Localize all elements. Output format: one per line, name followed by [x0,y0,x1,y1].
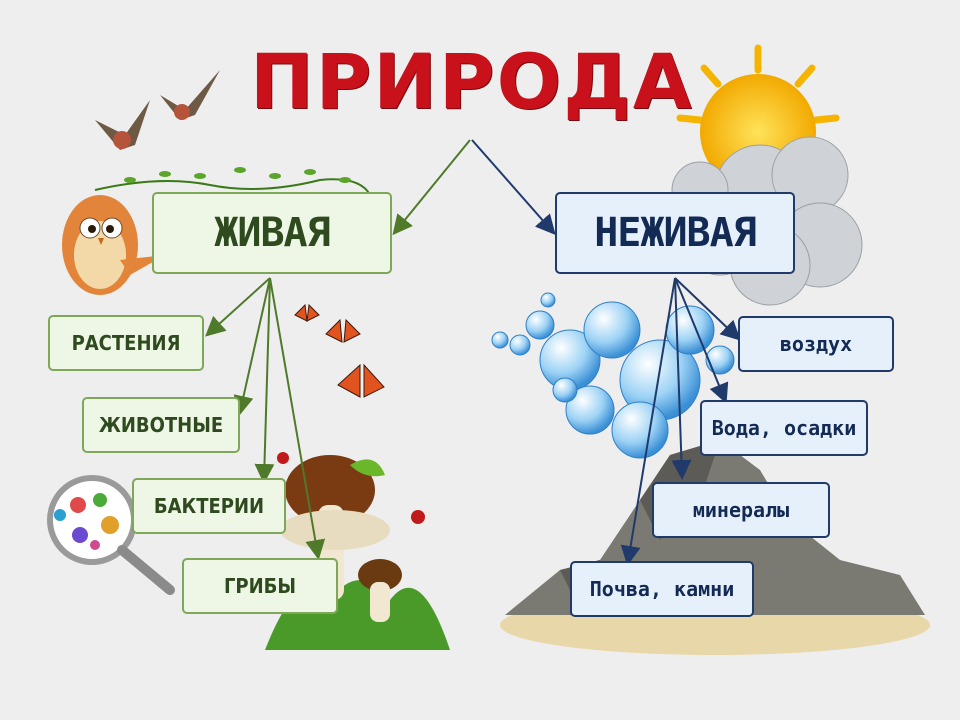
water-precipitation-box: Вода, осадки [700,400,868,456]
nonliving-nature-box: НЕЖИВАЯ [555,192,795,274]
plants-box: РАСТЕНИЯ [48,315,204,371]
living-nature-box: ЖИВАЯ [152,192,392,274]
bird-illustration [95,70,220,150]
mountain-illustration [500,440,930,655]
water-bubbles-illustration [491,292,735,459]
page-title: ПРИРОДА [250,37,694,126]
mushrooms-illustration [265,452,450,650]
butterfly-illustration [294,303,385,398]
bacteria-box: БАКТЕРИИ [132,478,286,534]
vine-illustration [94,167,371,196]
connector-arrows [205,139,741,566]
fungi-box: ГРИБЫ [182,558,338,614]
minerals-box: минералы [652,482,830,538]
soil-stones-box: Почва, камни [570,561,754,617]
air-box: воздух [738,316,894,372]
animals-box: ЖИВОТНЫЕ [82,397,240,453]
owl-illustration [62,195,165,295]
